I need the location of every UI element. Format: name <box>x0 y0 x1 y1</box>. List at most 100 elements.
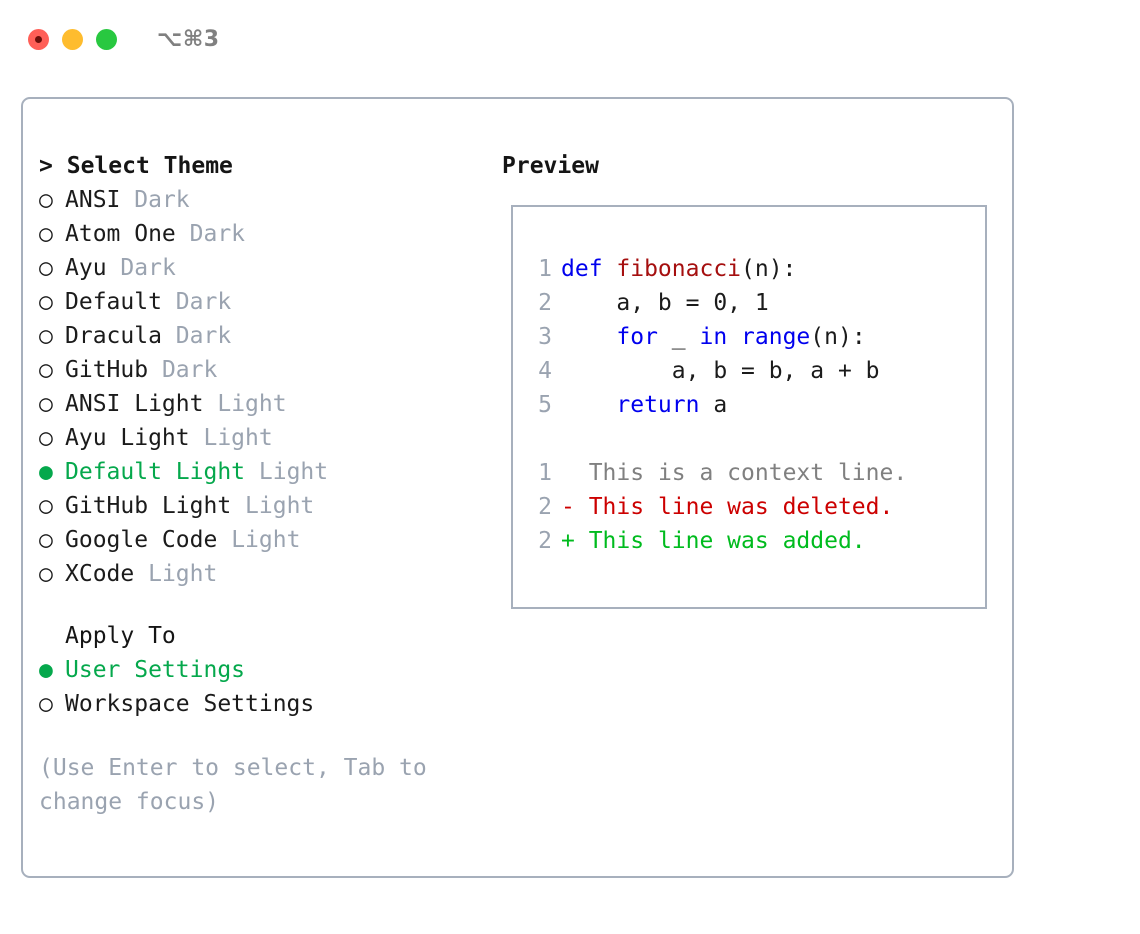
code-token <box>561 392 616 418</box>
theme-selector-column: > Select Theme ○ANSI Dark○Atom One Dark○… <box>39 149 489 819</box>
theme-category-label: Light <box>231 527 301 553</box>
close-button-icon[interactable] <box>28 28 49 50</box>
label-separator <box>190 425 204 451</box>
section-spacer <box>39 591 489 619</box>
main-panel: > Select Theme ○ANSI Dark○Atom One Dark○… <box>21 97 1014 878</box>
line-number: 4 <box>538 358 552 384</box>
minimize-button-icon[interactable] <box>62 28 83 50</box>
apply-to-option-label: User Settings <box>65 657 246 683</box>
radio-unselected-icon: ○ <box>39 691 53 717</box>
radio-selected-icon: ● <box>39 657 53 683</box>
apply-to-option-label: Workspace Settings <box>65 691 315 717</box>
theme-option-label: Atom One <box>65 221 176 247</box>
radio-unselected-icon: ○ <box>39 391 53 417</box>
code-token: in <box>699 324 742 350</box>
maximize-button-icon[interactable] <box>96 28 117 50</box>
label-separator <box>231 493 245 519</box>
theme-option-label: Ayu Light <box>65 425 190 451</box>
theme-option-label: ANSI <box>65 187 121 213</box>
radio-unselected-icon: ○ <box>39 221 53 247</box>
code-token <box>561 324 616 350</box>
apply-to-option-user-settings[interactable]: ● User Settings <box>39 653 489 687</box>
theme-option-github-light[interactable]: ○GitHub Light Light <box>39 489 489 523</box>
code-line: 2 a, b = 0, 1 <box>524 286 979 320</box>
theme-category-label: Dark <box>175 323 232 349</box>
line-number: 1 <box>538 460 552 486</box>
title-bar: ⌥⌘3 <box>0 0 1140 78</box>
diff-sample: 1 This is a context line. 2- This line wa… <box>524 456 979 558</box>
code-token: a <box>699 392 728 418</box>
theme-option-label: Ayu <box>65 255 107 281</box>
theme-option-github[interactable]: ○ GitHub Dark <box>39 353 489 387</box>
theme-option-label: GitHub <box>65 357 149 383</box>
diff-sign <box>561 460 589 486</box>
theme-option-default[interactable]: ○Default Dark <box>39 285 489 319</box>
radio-unselected-icon: ○ <box>39 357 53 383</box>
diff-sign: + <box>561 528 589 554</box>
label-separator <box>148 357 162 383</box>
code-token: fibonacci <box>616 256 742 282</box>
code-token: (n): <box>741 256 797 282</box>
label-separator <box>162 323 176 349</box>
code-token: (n): <box>810 324 866 350</box>
theme-option-label: Default Light <box>65 459 246 485</box>
diff-text: This line was added. <box>588 528 866 554</box>
theme-option-ayu-light[interactable]: ○Ayu Light Light <box>39 421 489 455</box>
line-number: 1 <box>538 256 552 282</box>
theme-option-ansi-light[interactable]: ○ANSI Light Light <box>39 387 489 421</box>
theme-option-google-code[interactable]: ○Google Code Light <box>39 523 489 557</box>
select-theme-header: > Select Theme <box>39 149 489 183</box>
theme-option-atom-one[interactable]: ○ Atom One Dark <box>39 217 489 251</box>
code-line: 4 a, b = b, a + b <box>524 354 979 388</box>
theme-option-label: GitHub Light <box>65 493 232 519</box>
panel-columns: > Select Theme ○ANSI Dark○Atom One Dark○… <box>23 99 1012 876</box>
code-token: return <box>616 392 700 418</box>
radio-unselected-icon: ○ <box>39 255 53 281</box>
theme-option-label: ANSI Light <box>65 391 204 417</box>
theme-category-label: Dark <box>120 255 176 281</box>
label-separator <box>120 187 134 213</box>
theme-category-label: Light <box>148 561 218 587</box>
label-separator <box>162 289 176 315</box>
window-controls <box>28 28 117 50</box>
apply-to-option-workspace-settings[interactable]: ○ Workspace Settings <box>39 687 489 721</box>
theme-option-label: Dracula <box>65 323 162 349</box>
apply-to-header: Apply To <box>65 623 176 649</box>
label-separator <box>217 527 231 553</box>
label-separator <box>245 459 259 485</box>
label-separator <box>134 561 148 587</box>
code-token: a, b = 0, 1 <box>561 290 769 316</box>
theme-option-default-light[interactable]: ●Default Light Light <box>39 455 489 489</box>
theme-option-ansi[interactable]: ○ANSI Dark <box>39 183 489 217</box>
radio-unselected-icon: ○ <box>39 289 53 315</box>
code-token: for <box>616 324 658 350</box>
theme-option-ayu[interactable]: ○ Ayu Dark <box>39 251 489 285</box>
radio-unselected-icon: ○ <box>39 425 53 451</box>
line-number: 3 <box>538 324 552 350</box>
diff-text: This line was deleted. <box>588 494 894 520</box>
theme-category-label: Dark <box>189 221 246 247</box>
select-theme-title: Select Theme <box>66 153 233 179</box>
diff-sign: - <box>561 494 589 520</box>
diff-text: This is a context line. <box>588 460 908 486</box>
theme-option-dracula[interactable]: ○Dracula Dark <box>39 319 489 353</box>
theme-option-xcode[interactable]: ○XCode Light <box>39 557 489 591</box>
label-separator <box>107 255 121 281</box>
theme-option-label: XCode <box>65 561 135 587</box>
line-number: 2 <box>538 494 552 520</box>
theme-option-label: Default <box>65 289 162 315</box>
code-diff-spacer <box>524 422 979 456</box>
recording-indicator-icon <box>35 35 42 43</box>
theme-category-label: Dark <box>161 357 218 383</box>
code-line: 3 for _ in range(n): <box>524 320 979 354</box>
diff-line: 2+ This line was added. <box>524 524 979 558</box>
keyboard-shortcut-label: ⌥⌘3 <box>157 26 220 52</box>
code-token: def <box>561 256 617 282</box>
code-token: a, b = b, a + b <box>561 358 880 384</box>
radio-selected-icon: ● <box>39 459 53 485</box>
code-token: range <box>741 324 811 350</box>
